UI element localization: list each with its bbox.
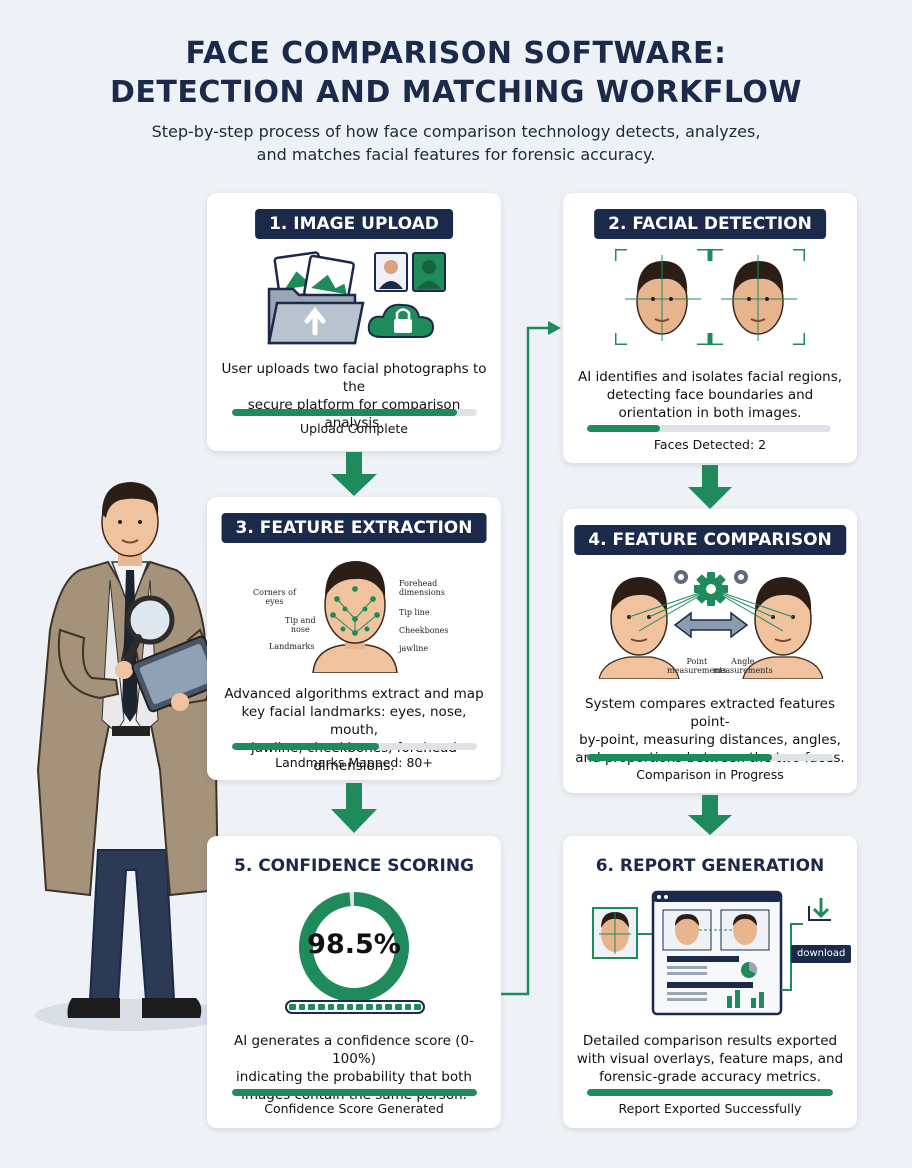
status-text: Report Exported Successfully [618,1101,802,1116]
annotation-label: Landmarks [269,642,315,651]
progress-bar [587,1089,833,1096]
gauge-arc [299,892,409,1002]
description-line: Advanced algorithms extract and map [224,686,484,702]
progress-bar [587,425,831,432]
gear-icon [694,572,728,606]
status-text: Confidence Score Generated [264,1101,444,1116]
description-line: by-point, measuring distances, angles, [579,732,841,748]
step-card-image-upload: 1. IMAGE UPLOAD User uploads two facial … [207,193,501,451]
status-text: Upload Complete [299,421,408,436]
status-text: Comparison in Progress [636,767,784,782]
title-line-2: DETECTION AND MATCHING WORKFLOW [110,75,802,110]
flow-arrow-down-1 [331,452,377,496]
page-title: FACE COMPARISON SOFTWARE: DETECTION AND … [0,34,912,112]
confidence-score: 98.5% [307,929,401,960]
step-card-confidence-scoring: 5. CONFIDENCE SCORING 98.5% AI generates… [207,836,501,1128]
subtitle-line-2: and matches facial features for forensic… [256,145,656,164]
step-title: 6. REPORT GENERATION [595,856,825,876]
description-line: System compares extracted features point… [584,696,836,730]
description-line: AI identifies and isolates facial region… [577,369,843,385]
landmark-face-illustration [312,561,398,673]
progress-fill [232,743,379,750]
status-text: Landmarks Mapped: 80+ [275,755,433,770]
segmented-progress-bar [285,1000,425,1014]
flow-arrow-down-4 [688,795,732,835]
status-text: Faces Detected: 2 [653,437,767,452]
description-line: with visual overlays, feature maps, and [576,1051,844,1067]
detected-face-left [615,249,711,345]
double-arrow-icon [673,611,749,639]
download-icon [808,898,831,921]
feature-comparison-illustration [599,570,823,679]
annotation-label: jawline [399,644,429,653]
flow-arrow-down-3 [688,465,732,509]
face-detection-illustration [615,249,805,345]
flow-connector-5-to-2 [501,321,561,996]
subtitle-line-1: Step-by-step process of how face compari… [151,122,761,141]
step-title: 4. FEATURE COMPARISON [574,525,846,555]
download-button[interactable]: download [791,945,852,963]
report-document-illustration [592,890,831,1016]
step-title: 3. FEATURE EXTRACTION [221,513,487,543]
progress-fill [587,1089,833,1096]
step-card-report-generation: 6. REPORT GENERATION do [563,836,857,1128]
description-line: detecting face boundaries and [606,387,814,403]
description-line: indicating the probability that both [236,1069,472,1085]
step-description: AI identifies and isolates facial region… [573,368,847,422]
progress-bar [232,1089,477,1096]
progress-bar [232,409,477,416]
flow-arrow-down-2 [331,783,377,833]
annotation-label: Tip line [399,608,430,617]
upload-folder-illustration [267,251,446,345]
progress-fill [587,425,661,432]
step-description: Detailed comparison results exported wit… [573,1032,847,1086]
progress-bar [232,743,477,750]
progress-fill [587,754,772,761]
progress-bar [587,754,833,761]
detected-face-right [709,249,805,345]
description-line: key facial landmarks: eyes, nose, mouth, [241,704,467,738]
description-line: forensic-grade accuracy metrics. [599,1069,821,1085]
confidence-gauge [299,892,409,1002]
step-title: 2. FACIAL DETECTION [594,209,826,239]
compare-face-right [742,577,823,679]
progress-fill [232,1089,477,1096]
page-subtitle: Step-by-step process of how face compari… [120,120,792,166]
compare-face-left [599,577,680,679]
step-card-feature-comparison: 4. FEATURE COMPARISON [563,509,857,793]
description-line: AI generates a confidence score (0-100%) [233,1033,475,1067]
step-title: 5. CONFIDENCE SCORING [233,856,475,876]
annotation-label: Cheekbones [399,626,449,635]
description-line: User uploads two facial photographs to t… [221,361,487,395]
description-line: Detailed comparison results exported [582,1033,838,1049]
title-line-1: FACE COMPARISON SOFTWARE: [185,36,727,71]
step-title: 1. IMAGE UPLOAD [255,209,453,239]
investigator-illustration [35,482,225,1031]
description-line: orientation in both images. [618,405,802,421]
step-card-facial-detection: 2. FACIAL DETECTION AI identifies and is… [563,193,857,463]
progress-fill [232,409,458,416]
